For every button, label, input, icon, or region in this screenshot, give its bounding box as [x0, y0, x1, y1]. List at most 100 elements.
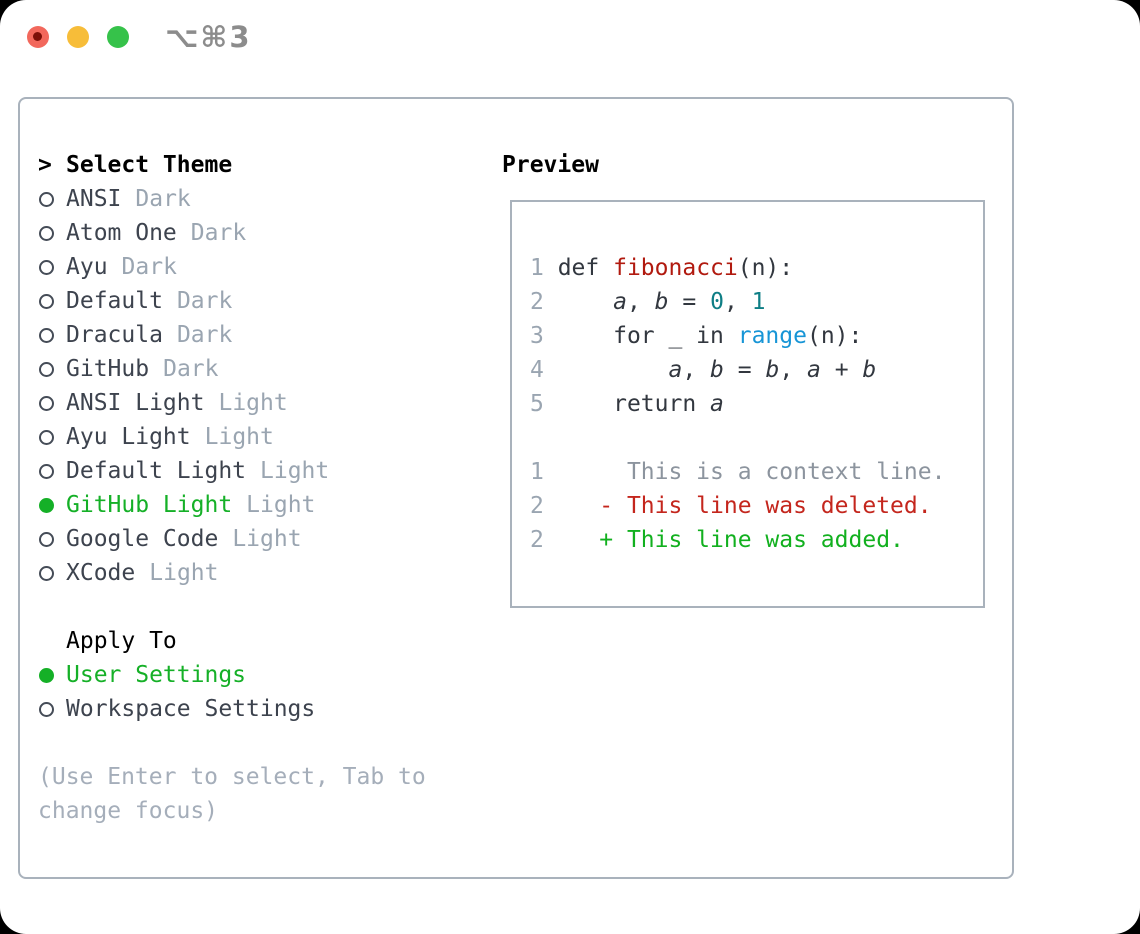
theme-option[interactable]: Default Dark: [38, 284, 426, 318]
code-token: b: [862, 357, 877, 383]
theme-option[interactable]: ANSI Dark: [38, 182, 426, 216]
diff-text: - This line was deleted.: [543, 493, 932, 519]
code-token: 1: [751, 289, 766, 315]
theme-variant-badge: Dark: [163, 356, 219, 382]
close-button[interactable]: [27, 26, 49, 48]
line-number: 2: [530, 493, 544, 519]
radio-circle: [39, 361, 54, 377]
spacer: [38, 590, 426, 624]
theme-name: Ayu Light: [66, 424, 191, 450]
theme-variant-badge: Light: [260, 458, 330, 484]
code-token: fibonacci: [613, 255, 738, 281]
focus-caret-icon: >: [38, 152, 52, 178]
code-token: b: [654, 289, 669, 315]
radio-icon: [38, 701, 66, 717]
radio-icon: [38, 327, 66, 343]
radio-icon: [38, 463, 66, 479]
radio-circle: [39, 463, 54, 479]
theme-option[interactable]: Ayu Light Light: [38, 420, 426, 454]
code-token: (n):: [737, 255, 794, 281]
radio-circle: [39, 429, 54, 445]
code-token: ,: [723, 289, 752, 315]
minimize-button[interactable]: [67, 26, 89, 48]
window-title: ⌥⌘3: [165, 20, 252, 54]
preview-title: Preview: [502, 152, 599, 178]
code-token: a: [613, 289, 627, 315]
code-token: a: [668, 357, 683, 383]
diff-line: 2 + This line was added.: [530, 523, 983, 557]
radio-circle: [39, 565, 54, 581]
theme-name: XCode: [66, 560, 136, 586]
radio-circle: [39, 259, 54, 275]
apply-to-name: Workspace Settings: [66, 696, 316, 722]
radio-icon: [38, 191, 66, 207]
code-token: 0: [710, 289, 724, 315]
line-number: 1: [530, 255, 544, 281]
zoom-button[interactable]: [107, 26, 129, 48]
radio-icon: [38, 565, 66, 581]
code-line: 3 for _ in range(n):: [530, 319, 983, 353]
radio-icon: [38, 259, 66, 275]
code-token: b: [710, 357, 724, 383]
radio-circle: [39, 395, 54, 411]
apply-to-heading: Apply To: [38, 624, 426, 658]
radio-circle: [39, 191, 54, 207]
code-line: 2 a, b = 0, 1: [530, 285, 983, 319]
hint-line: change focus): [38, 798, 219, 824]
theme-variant-badge: Dark: [176, 322, 233, 348]
code-token: [544, 357, 669, 383]
radio-circle: [39, 225, 54, 241]
code-line: 4 a, b = b, a + b: [530, 353, 983, 387]
theme-name: ANSI Light: [66, 390, 205, 416]
diff-preview: 1 This is a context line. 2 - This line w…: [530, 455, 983, 557]
code-token: a: [807, 357, 821, 383]
theme-variant-badge: Dark: [135, 186, 191, 212]
code-token: =: [723, 357, 766, 383]
code-token: +: [820, 357, 863, 383]
theme-variant-badge: Light: [218, 390, 288, 416]
radio-circle: [39, 497, 54, 513]
theme-name: Default: [66, 288, 163, 314]
code-token: range: [737, 323, 807, 349]
code-line: 1 def fibonacci(n):: [530, 251, 983, 285]
code-token: a: [710, 391, 724, 417]
theme-name: GitHub: [66, 356, 150, 382]
select-theme-title: Select Theme: [66, 152, 233, 178]
theme-option[interactable]: GitHub Dark: [38, 352, 426, 386]
apply-to-title: Apply To: [66, 628, 177, 654]
radio-icon: [38, 225, 66, 241]
code-token: =: [668, 289, 711, 315]
code-token: b: [765, 357, 780, 383]
radio-selected-icon: [38, 497, 66, 513]
code-token: ,: [779, 357, 808, 383]
line-number: 2: [530, 289, 544, 315]
diff-line: 1 This is a context line.: [530, 455, 983, 489]
theme-variant-badge: Dark: [176, 288, 233, 314]
radio-circle: [39, 293, 54, 309]
code-token: ,: [682, 357, 711, 383]
theme-variant-badge: Light: [204, 424, 274, 450]
apply-to-option[interactable]: User Settings: [38, 658, 426, 692]
radio-icon: [38, 395, 66, 411]
code-token: return: [543, 391, 711, 417]
code-token: for _ in: [543, 323, 738, 349]
theme-name: Google Code: [66, 526, 219, 552]
code-token: [544, 289, 613, 315]
apply-to-option[interactable]: Workspace Settings: [38, 692, 426, 726]
radio-icon: [38, 293, 66, 309]
theme-name: Ayu: [66, 254, 108, 280]
theme-name: ANSI: [66, 186, 122, 212]
theme-option[interactable]: ANSI Light Light: [38, 386, 426, 420]
